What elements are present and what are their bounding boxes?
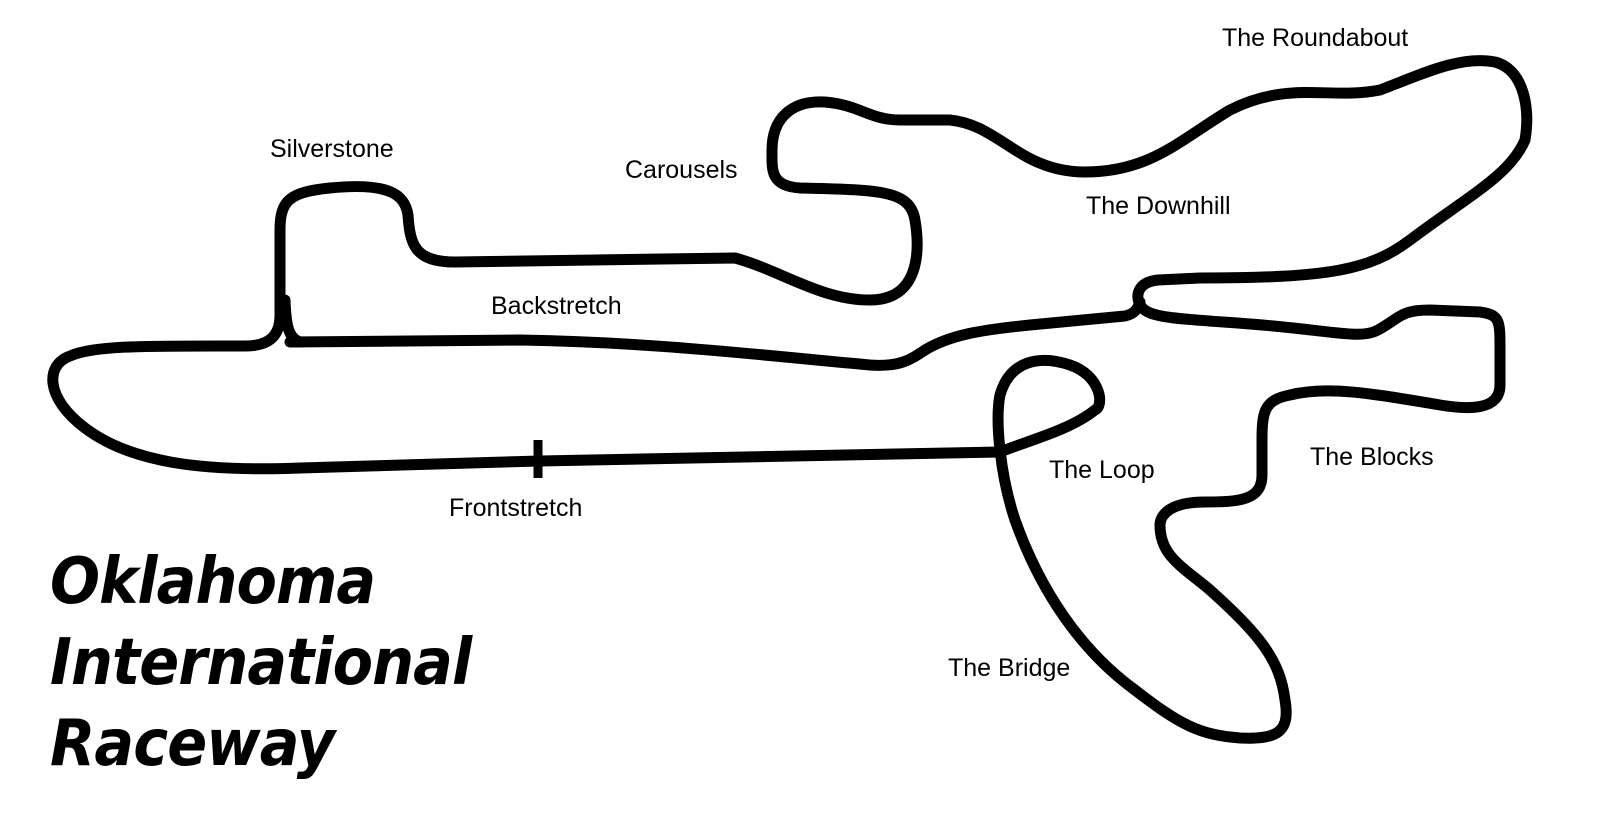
track-backstretch xyxy=(284,296,1146,371)
corner-label-backstretch: Backstretch xyxy=(491,292,622,320)
track-title-line-3: Raceway xyxy=(50,707,335,781)
track-main-loop xyxy=(47,55,1533,744)
corner-label-carousels: Carousels xyxy=(625,156,738,184)
corner-label-silverstone: Silverstone xyxy=(270,135,394,163)
track-title-line-1: Oklahoma xyxy=(50,545,376,619)
corner-label-the-roundabout: The Roundabout xyxy=(1222,24,1408,52)
corner-label-the-bridge: The Bridge xyxy=(948,654,1070,682)
corner-label-frontstretch: Frontstretch xyxy=(449,494,582,522)
corner-label-the-downhill: The Downhill xyxy=(1086,192,1231,220)
track-silverstone-junction xyxy=(279,294,306,348)
corner-label-the-loop: The Loop xyxy=(1049,456,1155,484)
corner-label-the-blocks: The Blocks xyxy=(1310,443,1434,471)
track-title-line-2: International xyxy=(50,626,472,700)
